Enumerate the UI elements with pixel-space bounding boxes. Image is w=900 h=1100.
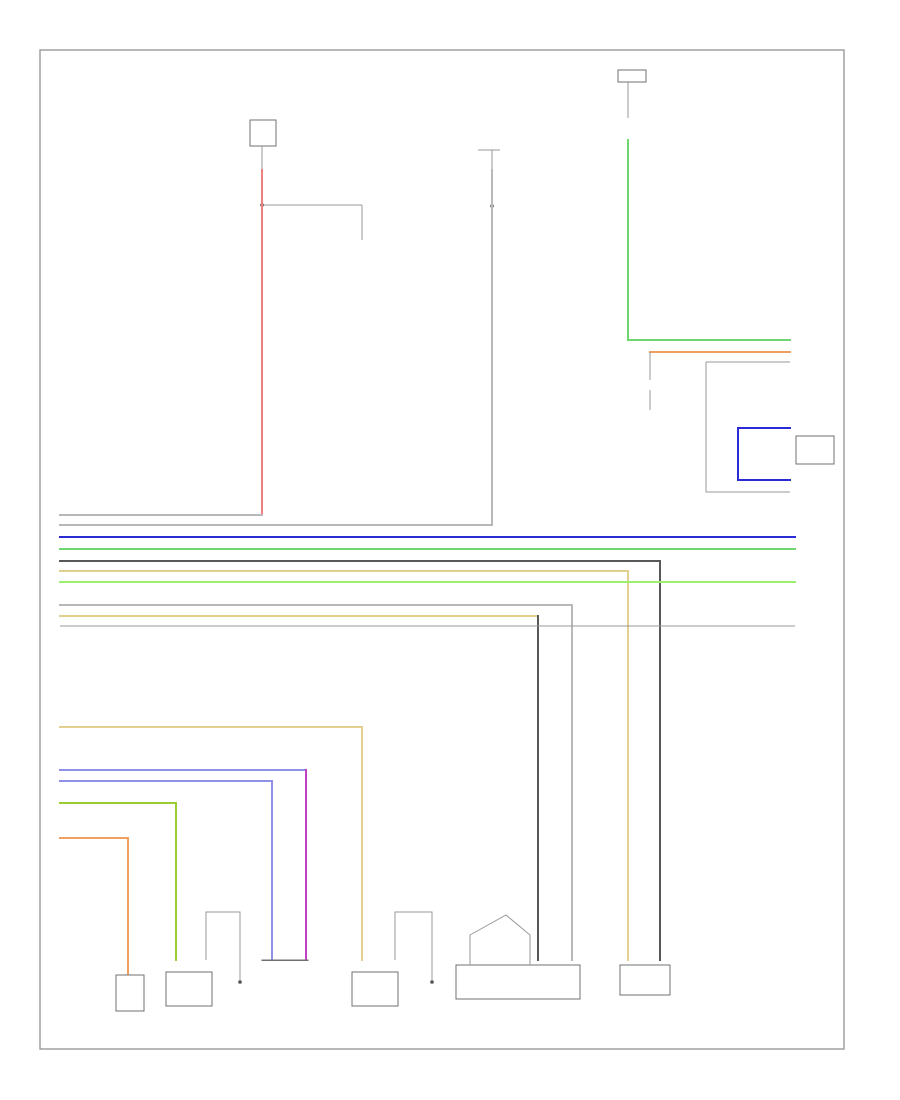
wire-white-2 (59, 169, 493, 526)
relay-loop-1-dot (238, 980, 242, 984)
top-right-component (617, 69, 647, 118)
wire-orange-lower (59, 837, 129, 976)
bottom-component-2 (165, 971, 213, 1007)
wire-olive (59, 802, 177, 961)
bottom-component-3 (261, 959, 309, 961)
wire-white-bus (59, 604, 573, 961)
bottom-component-4 (351, 971, 399, 1007)
top-left-component-box (249, 119, 277, 147)
wire-green-top-right (627, 139, 791, 341)
wire-darkgray-bus (59, 560, 661, 961)
wire-tan-bus (59, 570, 629, 961)
wire-blue-loop (737, 427, 791, 481)
bottom-component-1 (115, 974, 145, 1012)
wire-tan-lower (59, 726, 363, 961)
relay-loop-2-dot (430, 980, 434, 984)
top-left-component (249, 119, 277, 147)
bottom-component-5-lead (469, 914, 531, 965)
diagram-frame (39, 49, 845, 1050)
wire-gray-loop (705, 362, 790, 493)
relay-loop-2 (394, 911, 433, 980)
bottom-component-5 (455, 964, 581, 1000)
relay-loop-1 (205, 911, 241, 980)
wire-violet-1 (59, 769, 307, 961)
bottom-component-6 (619, 964, 671, 996)
wire-violet-2 (59, 780, 273, 961)
right-component-box (795, 435, 835, 465)
top-right-component-box (617, 69, 647, 83)
